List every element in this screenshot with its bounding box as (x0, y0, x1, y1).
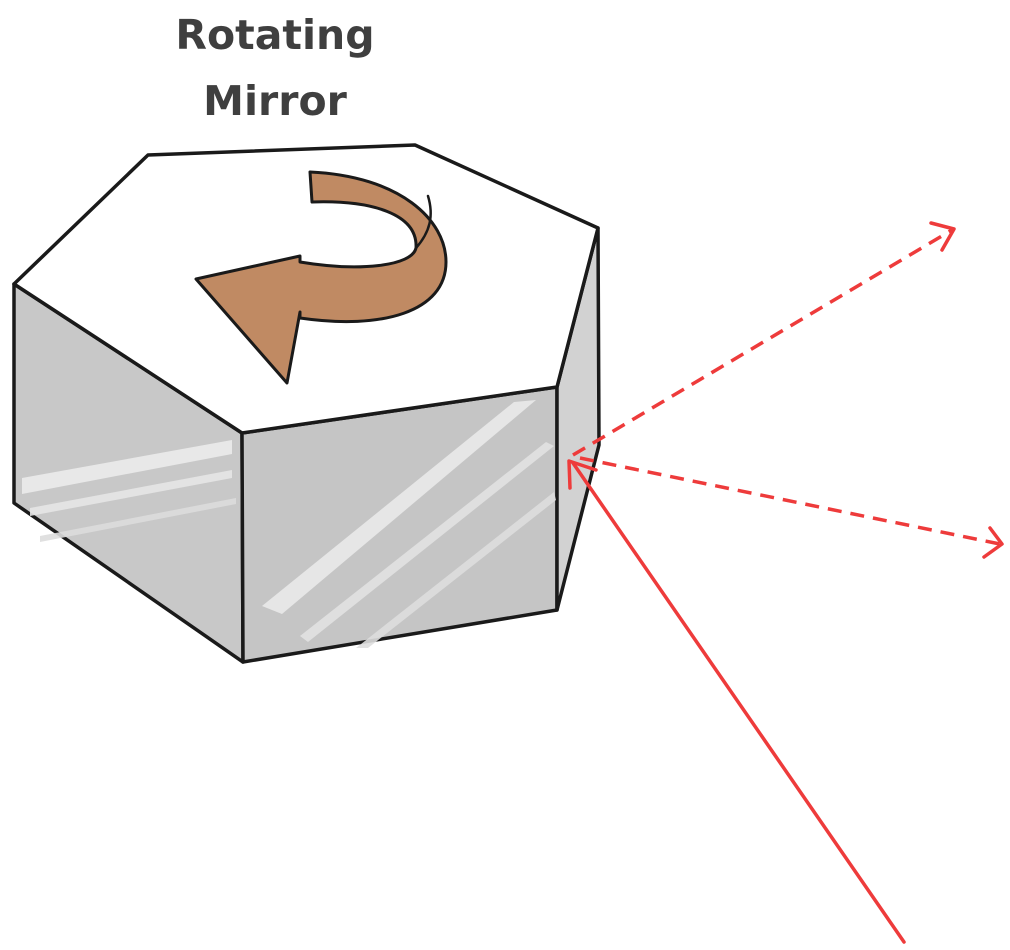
reflected-beam-upper-arrow (572, 221, 956, 457)
mirror-highlights-left (22, 440, 236, 542)
title-line-2: Mirror (203, 77, 347, 125)
rotation-arrow-icon (194, 170, 448, 385)
reflected-beam-lower-arrow (579, 456, 1004, 559)
hexagonal-mirror-prism (12, 143, 601, 664)
diagram-title: Rotating Mirror (125, 2, 425, 134)
title-line-1: Rotating (175, 11, 375, 59)
incident-beam-arrow (567, 459, 906, 944)
mirror-highlights-front (262, 400, 556, 648)
